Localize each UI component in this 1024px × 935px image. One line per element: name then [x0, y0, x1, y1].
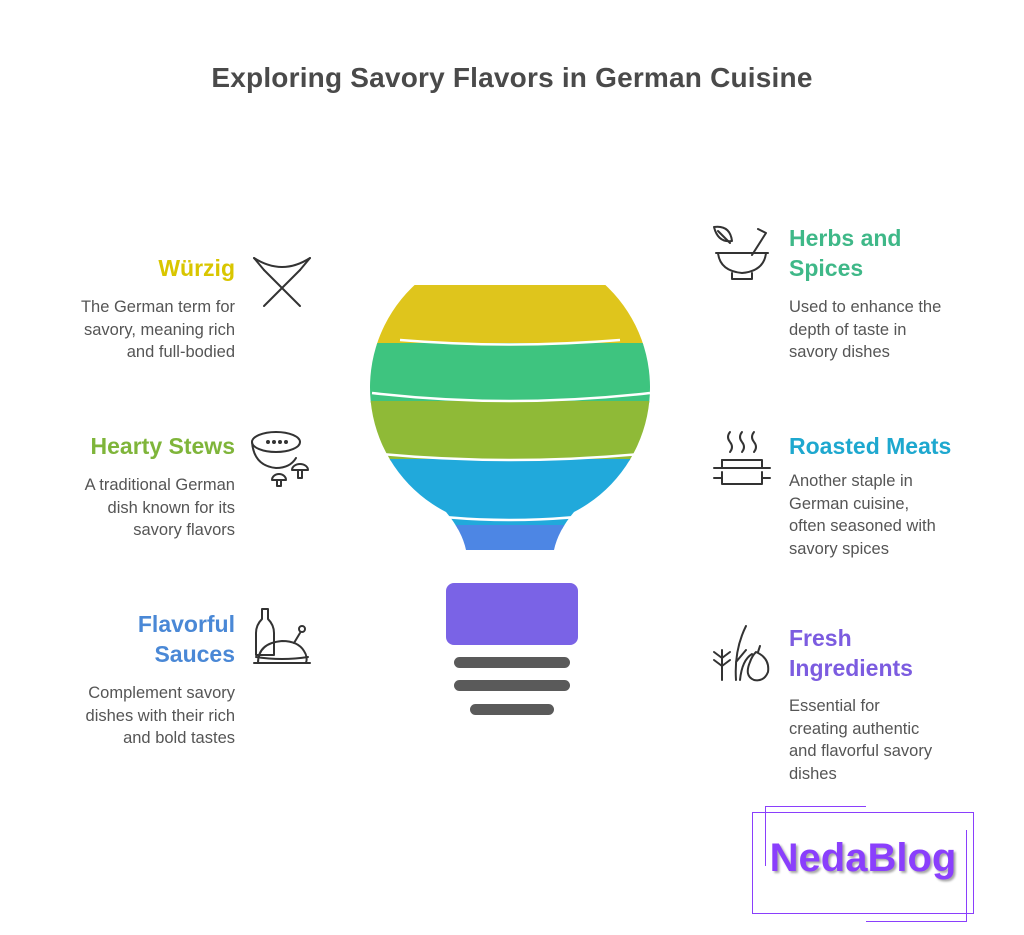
bulb-band-1 [369, 285, 651, 345]
item-sauces-title: Flavorful Sauces [137, 611, 235, 667]
roast-chicken-bottle-icon [253, 608, 311, 664]
item-wurzig-title: Würzig [158, 255, 235, 281]
item-herbs-desc: Used to enhance the depth of taste in sa… [789, 298, 942, 361]
bulb-band-4 [369, 459, 651, 529]
item-fresh-title: Fresh Ingredients [789, 625, 913, 681]
bulb-band-3 [369, 401, 651, 461]
bulb-base-ring-3 [470, 704, 554, 715]
item-hearty-stews: Hearty Stews A traditional German dish k… [35, 431, 235, 542]
item-wurzig-desc: The German term for savory, meaning rich… [80, 298, 235, 361]
item-roasted-meats: Roasted Meats Another staple in German c… [789, 431, 989, 560]
bulb-base-ring-2 [454, 680, 570, 691]
item-herbs-title: Herbs and Spices [789, 225, 902, 281]
item-fresh-desc: Essential for creating authentic and fla… [789, 697, 933, 783]
bulb-band-5 [369, 525, 651, 550]
bulb-base-ring-1 [454, 657, 570, 668]
page-title: Exploring Savory Flavors in German Cuisi… [211, 62, 813, 93]
vegetables-icon [713, 625, 770, 682]
item-meats-title: Roasted Meats [789, 433, 952, 459]
item-stews-desc: A traditional German dish known for its … [84, 476, 235, 539]
item-fresh-ingredients: Fresh Ingredients Essential for creating… [789, 623, 979, 785]
bulb-base [454, 657, 570, 715]
bulb-neck-band [446, 583, 578, 645]
item-meats-desc: Another staple in German cuisine, often … [789, 472, 936, 558]
camp-stool-icon [253, 257, 311, 307]
item-flavorful-sauces: Flavorful Sauces Complement savory dishe… [35, 609, 235, 750]
watermark-frame-line [866, 921, 966, 922]
bulb-band-2 [369, 343, 651, 403]
watermark-frame-line [765, 806, 766, 866]
watermark-frame-line [766, 806, 866, 807]
watermark-logo: NedaBlog [769, 836, 957, 880]
light-bulb-diagram [369, 285, 651, 715]
item-herbs-spices: Herbs and Spices Used to enhance the dep… [789, 223, 979, 364]
stew-bowl-mushrooms-icon [251, 431, 309, 487]
item-sauces-desc: Complement savory dishes with their rich… [85, 684, 235, 747]
item-wurzig: Würzig The German term for savory, meani… [35, 253, 235, 364]
mortar-pestle-leaf-icon [713, 225, 769, 280]
watermark-frame [752, 812, 974, 914]
item-stews-title: Hearty Stews [90, 433, 235, 459]
watermark-frame-line [966, 830, 967, 922]
hot-roasting-pan-icon [713, 431, 771, 485]
